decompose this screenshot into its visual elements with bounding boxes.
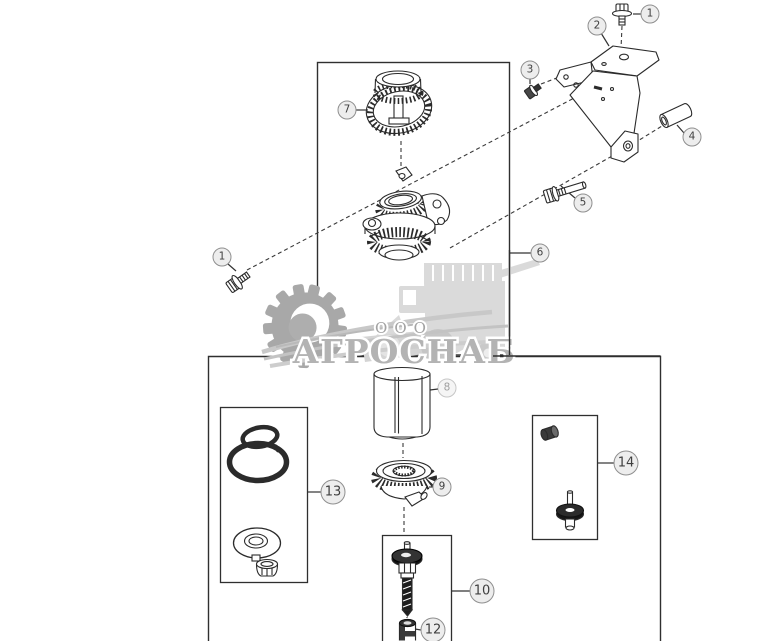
- filter-head-assembly: [362, 166, 451, 261]
- bolt-3: [523, 83, 542, 100]
- bolt-5: [542, 181, 587, 204]
- callout-1-top: 1: [640, 4, 660, 24]
- callout-14: 14: [613, 450, 639, 476]
- watermark-org-prefix: ООО: [375, 319, 433, 337]
- group-box-lower: [207, 355, 662, 641]
- group-box-13: [219, 406, 309, 584]
- callout-9: 9: [432, 477, 452, 497]
- water-sensor-10: [391, 541, 423, 617]
- callout-7: 7: [337, 100, 357, 120]
- plug-14: [540, 425, 559, 441]
- seal-washer-13: [232, 527, 282, 562]
- seal-ring-large-13: [226, 440, 290, 484]
- callout-12: 12: [420, 617, 446, 641]
- mounting-bracket-2: [555, 45, 660, 163]
- callout-6: 6: [530, 243, 550, 263]
- filter-element-8: [373, 366, 431, 440]
- valve-14: [555, 490, 585, 531]
- group-box-10: [381, 534, 453, 641]
- filter-cap-7: [365, 70, 433, 136]
- group-box-14: [531, 414, 599, 541]
- callout-1-left: 1: [212, 247, 232, 267]
- callout-2: 2: [587, 16, 607, 36]
- callout-5: 5: [573, 193, 593, 213]
- box-edge-overlay: [493, 250, 661, 357]
- flange-bolt-1-left: [225, 271, 251, 293]
- watermark-harvester-icon: [361, 259, 540, 364]
- flange-bolt-1-top: [611, 3, 633, 26]
- spacer-4: [659, 103, 693, 129]
- callout-8: 8: [437, 378, 457, 398]
- callout-3: 3: [520, 60, 540, 80]
- filter-bowl-collar-9: [371, 459, 437, 507]
- seal-cap-13: [255, 558, 279, 577]
- callout-4: 4: [682, 127, 702, 147]
- watermark-org-name: АГРОСНАБ: [292, 332, 516, 371]
- drain-plug-12: [398, 618, 417, 641]
- watermark: ООО АГРОСНАБ: [261, 250, 661, 374]
- watermark-swoosh: [261, 309, 509, 368]
- callout-13: 13: [320, 479, 346, 505]
- callout-10: 10: [469, 578, 495, 604]
